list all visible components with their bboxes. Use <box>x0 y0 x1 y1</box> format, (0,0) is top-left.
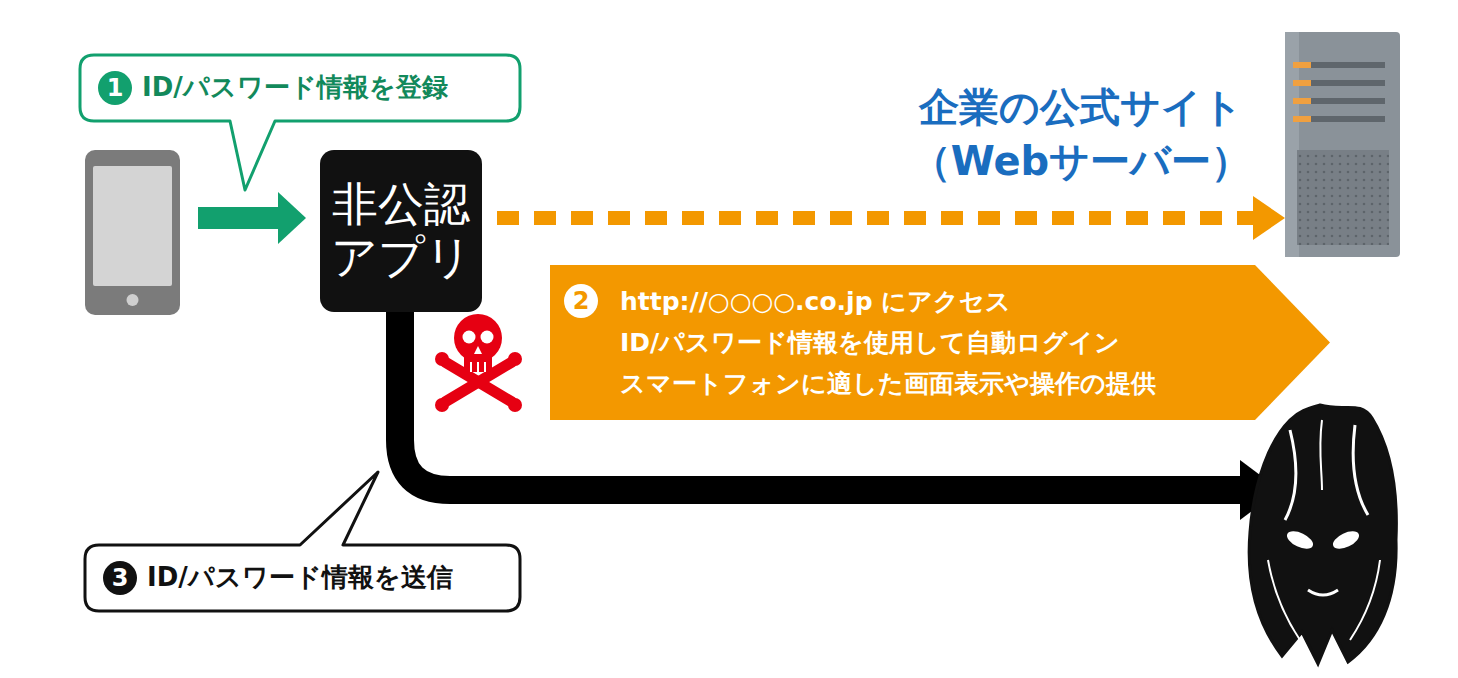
callout-number: 1 <box>98 71 132 105</box>
skull-tooth <box>477 362 479 372</box>
bone-end <box>508 352 522 366</box>
app-box: 非公認 アプリ <box>320 150 482 312</box>
server-node: 企業の公式サイト （Webサーバー） <box>1285 32 1400 257</box>
hood-streak <box>1285 430 1296 520</box>
band-arrow <box>550 265 1330 420</box>
band-text: http://○○○○.co.jp にアクセス <box>620 281 1156 322</box>
callout-number: 2 <box>564 284 598 318</box>
band-text: ID/パスワード情報を使用して自動ログイン <box>620 322 1156 363</box>
server-led <box>1293 116 1311 122</box>
bone <box>445 362 512 402</box>
attacker-mouth <box>1308 590 1338 595</box>
callout-text: ID/パスワード情報を登録 <box>142 72 448 103</box>
arrow-shaft <box>198 207 280 229</box>
dotted-line <box>482 211 1253 225</box>
bone <box>445 362 512 402</box>
phone-button <box>127 294 139 306</box>
band-text: スマートフォンに適した画面表示や操作の提供 <box>620 363 1156 404</box>
arrow-head <box>278 192 306 244</box>
hood-streak <box>1268 560 1300 640</box>
server-slot <box>1311 62 1385 68</box>
server-panel <box>1297 150 1389 245</box>
server-icon <box>1285 32 1400 257</box>
server-slot <box>1311 98 1385 104</box>
phone-body <box>85 150 180 315</box>
smartphone-icon <box>85 150 180 315</box>
server-body <box>1285 32 1400 257</box>
server-slot <box>1311 80 1385 86</box>
skull-symbol <box>435 314 522 412</box>
server-vent <box>1297 150 1389 245</box>
hood-streak <box>1350 560 1380 640</box>
callout-bubble: 3 ID/パスワード情報を送信 <box>85 545 520 611</box>
callout-bubble: 1 ID/パスワード情報を登録 <box>80 55 520 121</box>
green-arrow <box>198 192 306 244</box>
skull-nose <box>474 346 482 354</box>
arrow-head <box>1253 196 1285 240</box>
skull-eye <box>481 331 494 344</box>
server-led <box>1293 98 1311 104</box>
callout-number: 3 <box>103 561 137 595</box>
callout-text: ID/パスワード情報を送信 <box>147 562 453 593</box>
callout-content: 1 ID/パスワード情報を登録 <box>80 55 466 121</box>
server-led <box>1293 62 1311 68</box>
hood-streak <box>1320 420 1322 490</box>
skull-eye <box>463 331 476 344</box>
arrow-band: 2 http://○○○○.co.jp にアクセスID/パスワード情報を使用して自… <box>550 265 1330 420</box>
attacker-eye <box>1330 528 1361 553</box>
bone-end <box>508 398 522 412</box>
attacker-hood <box>1249 405 1396 664</box>
app-label: 非公認 アプリ <box>328 178 474 284</box>
callout-shape <box>85 472 520 611</box>
attacker-eye <box>1284 528 1315 553</box>
callout-content: 3 ID/パスワード情報を送信 <box>85 545 471 611</box>
skull-tooth <box>470 362 472 372</box>
leak-path <box>400 300 1242 490</box>
skull-tooth <box>484 362 486 372</box>
attacker-figure <box>1249 405 1396 664</box>
server-led <box>1293 80 1311 86</box>
bone-end <box>435 352 449 366</box>
band-lines: http://○○○○.co.jp にアクセスID/パスワード情報を使用して自動… <box>620 281 1156 404</box>
bone-end <box>435 398 449 412</box>
server-slot <box>1311 116 1385 122</box>
server-title: 企業の公式サイト （Webサーバー） <box>895 80 1267 188</box>
hood-streak <box>1353 425 1368 515</box>
phone-screen <box>93 166 172 286</box>
dotted-arrow <box>482 196 1285 240</box>
